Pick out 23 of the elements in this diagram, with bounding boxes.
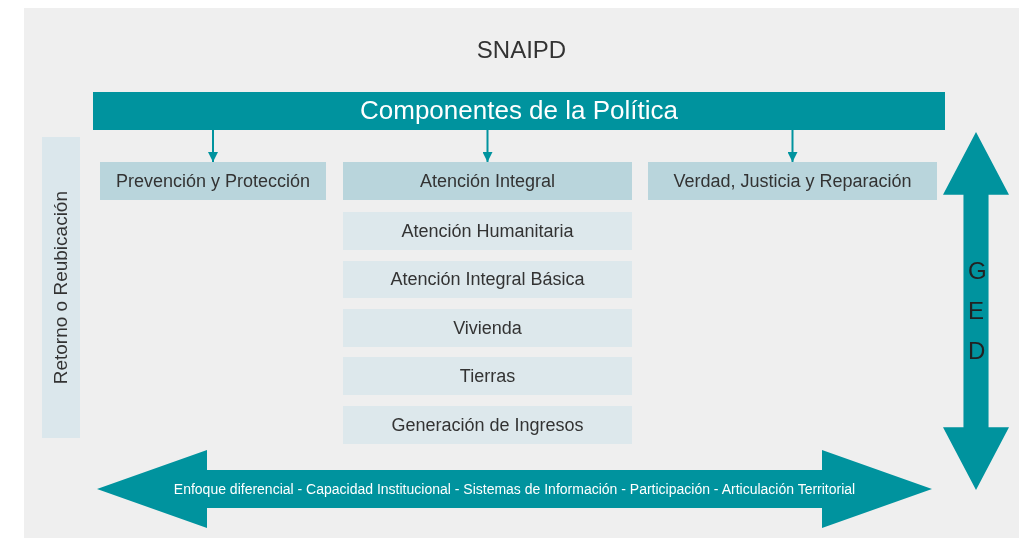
double-arrow: [943, 132, 1009, 490]
diagram-panel: [24, 8, 1019, 538]
double-arrow: [97, 450, 932, 528]
arrow-label: GED: [968, 256, 984, 366]
box-label: Verdad, Justicia y Reparación: [673, 170, 912, 192]
band-label: Retorno o Reubicación: [50, 190, 72, 385]
header-title: Componentes de la Política: [360, 96, 678, 126]
panel-heading: SNAIPD: [475, 36, 568, 64]
component-box: [648, 162, 937, 200]
header-bar: [93, 92, 945, 130]
arrow-label: Enfoque diferencial - Capacidad Institucional - Sistemas de Información - Participación - Articulación Territorial: [173, 480, 856, 498]
box-label: Generación de Ingresos: [391, 414, 584, 436]
box-label: Vivienda: [453, 317, 522, 339]
component-box: [343, 162, 632, 200]
box-label: Prevención y Protección: [115, 170, 311, 192]
arrow: [787, 129, 798, 163]
arrow: [208, 129, 218, 163]
box-label: Tierras: [459, 365, 516, 387]
box-label: Atención Integral: [419, 170, 556, 192]
arrow: [482, 129, 493, 163]
box-label: Atención Humanitaria: [401, 220, 574, 242]
box-label: Atención Integral Básica: [390, 269, 585, 290]
component-box: [100, 162, 326, 200]
